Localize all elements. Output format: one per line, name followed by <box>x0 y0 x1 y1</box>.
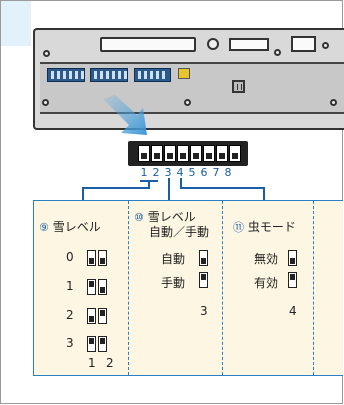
terminal-block <box>134 68 171 82</box>
switch-4 <box>288 272 297 288</box>
switch-3 <box>199 272 208 288</box>
terminal-block <box>47 68 85 82</box>
switch-number-2: 2 <box>106 356 114 370</box>
dip-switch-block <box>128 141 248 166</box>
screw-icon <box>330 99 337 106</box>
connector-line <box>82 187 84 200</box>
column-divider <box>313 201 314 375</box>
snow-mode-title: ⑩ 雪レベル <box>134 210 196 224</box>
switch-3 <box>199 250 208 266</box>
insect-mode-label-on: 有効 <box>254 276 279 290</box>
screw-icon <box>322 42 329 49</box>
pointer-arrow-icon <box>103 95 147 135</box>
screw-icon <box>184 99 191 106</box>
led-indicator <box>178 68 190 79</box>
connector-line <box>180 187 264 189</box>
switch-2 <box>98 308 107 324</box>
snow-level-label-3: 3 <box>66 336 74 350</box>
housing-slot <box>229 38 269 51</box>
switch-number-3: 3 <box>200 304 208 318</box>
switch-number-4: 4 <box>289 304 297 318</box>
snow-level-label-1: 1 <box>66 279 74 293</box>
corner-tint <box>1 1 31 46</box>
insect-mode-title: ⑪ 虫モード <box>233 220 296 234</box>
switch-1 <box>87 279 96 295</box>
dip-number-3: 3 <box>164 166 172 179</box>
dip-number-7: 7 <box>212 166 220 179</box>
switch-4 <box>288 250 297 266</box>
switch-1 <box>87 250 96 266</box>
snow-level-label-0: 0 <box>66 250 74 264</box>
device-board <box>40 62 344 114</box>
terminal-block <box>90 68 128 82</box>
connector-icon <box>232 80 245 93</box>
connector-line <box>168 178 170 200</box>
screw-icon <box>43 50 50 57</box>
screw-icon <box>42 99 49 106</box>
snow-level-label-2: 2 <box>66 308 74 322</box>
housing-slot <box>100 37 196 52</box>
connector-line <box>180 178 182 187</box>
dip-number-8: 8 <box>224 166 232 179</box>
switch-number-1: 1 <box>88 356 96 370</box>
settings-panel <box>33 200 343 376</box>
dip-number-1: 1 <box>140 166 148 179</box>
column-divider <box>128 201 129 375</box>
keyhole-icon <box>207 38 219 50</box>
snow-mode-label-manual: 手動 <box>161 276 186 290</box>
housing-slot <box>291 36 316 52</box>
dip-number-5: 5 <box>188 166 196 179</box>
column-divider <box>222 201 223 375</box>
connector-line <box>82 187 150 189</box>
snow-mode-label-auto: 自動 <box>161 252 186 266</box>
connector-line <box>263 187 265 200</box>
connector-line <box>148 181 150 187</box>
switch-2 <box>98 250 107 266</box>
dip-number-6: 6 <box>200 166 208 179</box>
switch-1 <box>87 308 96 324</box>
switch-2 <box>98 336 107 352</box>
snow-level-title: ⑨ 雪レベル <box>39 220 101 234</box>
screw-icon <box>274 49 281 56</box>
dip-number-4: 4 <box>176 166 184 179</box>
switch-2 <box>98 279 107 295</box>
snow-mode-subtitle: 自動／手動 <box>149 225 210 239</box>
dip-number-2: 2 <box>152 166 160 179</box>
switch-1 <box>87 336 96 352</box>
insect-mode-label-off: 無効 <box>254 252 279 266</box>
